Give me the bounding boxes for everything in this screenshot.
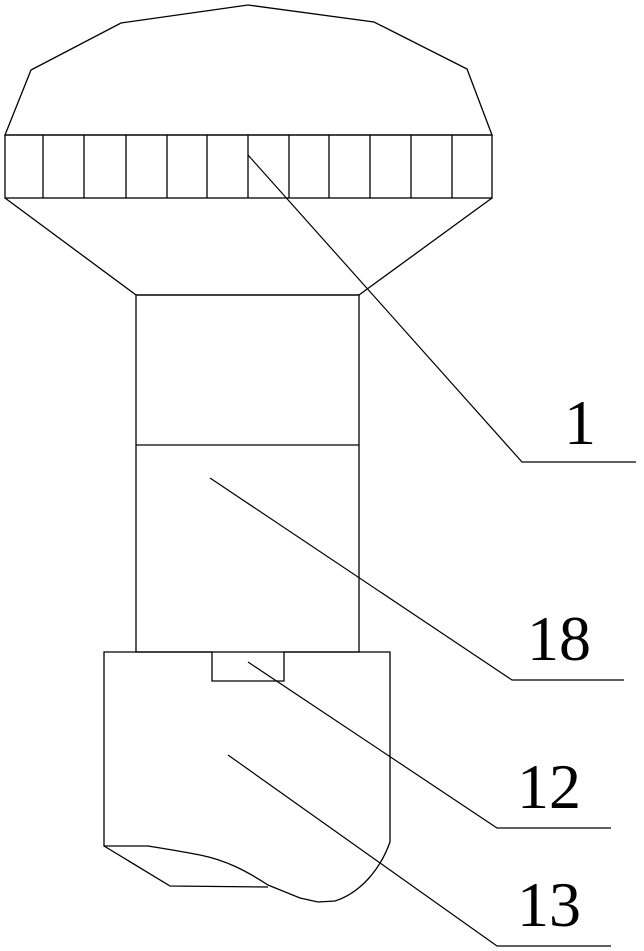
tapered-neck	[4, 197, 493, 296]
leader-line-18	[209, 477, 624, 681]
leader-line-13	[227, 754, 611, 947]
leader-line-1	[247, 154, 636, 463]
knurl-lines	[42, 135, 453, 198]
leader-line-12	[247, 661, 611, 829]
callout-label-13: 13	[517, 869, 581, 940]
cut-face	[103, 845, 269, 888]
lower-block-outline	[103, 651, 391, 903]
shaft-body	[135, 294, 360, 653]
callout-label-18: 18	[527, 603, 591, 674]
callout-label-12: 12	[517, 751, 581, 822]
callout-label-1: 1	[564, 387, 596, 458]
head-cap-outline	[4, 4, 493, 136]
